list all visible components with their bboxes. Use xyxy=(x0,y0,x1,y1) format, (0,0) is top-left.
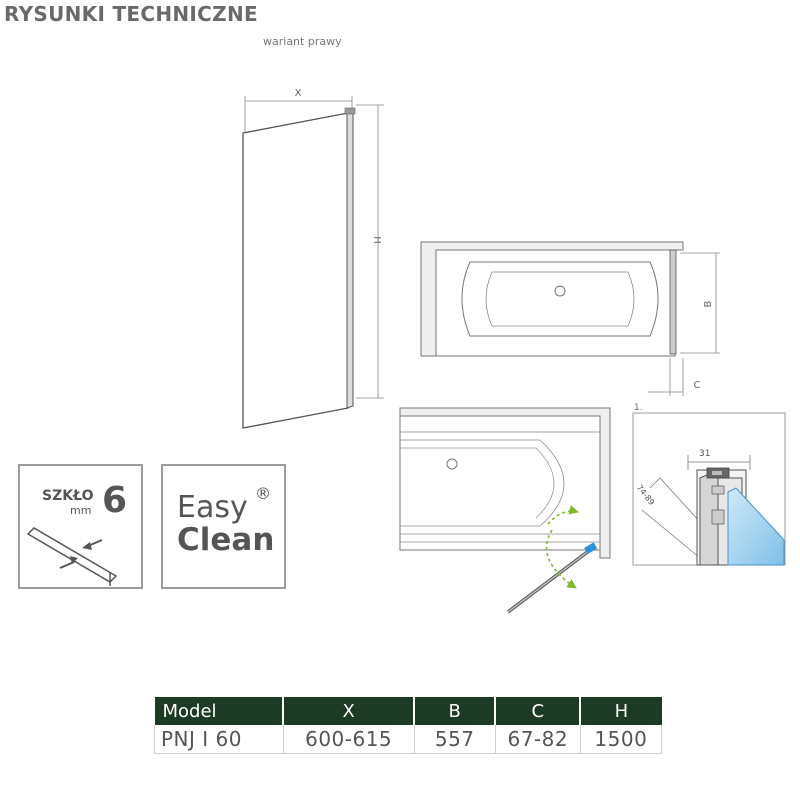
easy-clean-badge: Easy ® Clean xyxy=(161,464,286,589)
glass-pane-icon xyxy=(26,527,118,586)
clean-word: Clean xyxy=(177,522,275,558)
bathtub-inner-basin xyxy=(485,271,635,327)
specification-table: Model X B C H PNJ I 60 600-615 557 67-82… xyxy=(154,697,663,754)
table-row: PNJ I 60 600-615 557 67-82 1500 xyxy=(154,725,663,754)
drain-icon-2 xyxy=(446,458,458,470)
open-arrow-up xyxy=(547,505,579,525)
x-dimension-label: X xyxy=(295,88,302,99)
glass-word: SZKŁO xyxy=(42,488,94,504)
tub-body xyxy=(399,415,601,551)
header-b: B xyxy=(414,697,497,725)
cell-c: 67-82 xyxy=(494,725,581,754)
cell-model: PNJ I 60 xyxy=(154,725,284,754)
glass-value: 6 xyxy=(102,480,128,521)
h-dimension-label: H xyxy=(371,236,382,244)
header-model: Model xyxy=(154,697,285,725)
opening-view xyxy=(399,407,611,614)
cell-b: 557 xyxy=(413,725,496,754)
screen-top-profile xyxy=(669,249,677,355)
wall-profile xyxy=(346,109,354,409)
cell-x: 600-615 xyxy=(282,725,415,754)
glass-unit: mm xyxy=(70,504,92,517)
drain-icon xyxy=(554,285,566,297)
glass-thickness-badge: SZKŁO mm 6 xyxy=(18,464,143,589)
top-cap xyxy=(344,107,356,115)
easy-word: Easy xyxy=(177,490,248,525)
front-view: X H xyxy=(242,88,384,429)
table-header-row: Model X B C H xyxy=(154,697,662,725)
b-dimension-label: B xyxy=(703,300,714,307)
tub-basin-edge xyxy=(400,439,565,527)
page-title: RYSUNKI TECHNICZNE xyxy=(4,2,258,26)
top-view-bathtub: B C xyxy=(420,241,720,396)
open-arrow-down xyxy=(545,529,577,589)
variant-subtitle: wariant prawy xyxy=(263,35,342,48)
detail-number: 1. xyxy=(634,403,643,413)
c-dimension-label: C xyxy=(694,380,701,391)
header-x: X xyxy=(283,697,415,725)
glass-section xyxy=(727,487,785,566)
hinge-icon xyxy=(584,542,598,554)
header-c: C xyxy=(495,697,582,725)
detail-width-label: 31 xyxy=(699,449,710,459)
glass-panel xyxy=(242,112,349,429)
registered-mark: ® xyxy=(255,484,271,503)
header-h: H xyxy=(580,697,662,725)
detail-view: 1. 31 74-89 xyxy=(632,403,786,566)
cell-h: 1500 xyxy=(579,725,663,754)
